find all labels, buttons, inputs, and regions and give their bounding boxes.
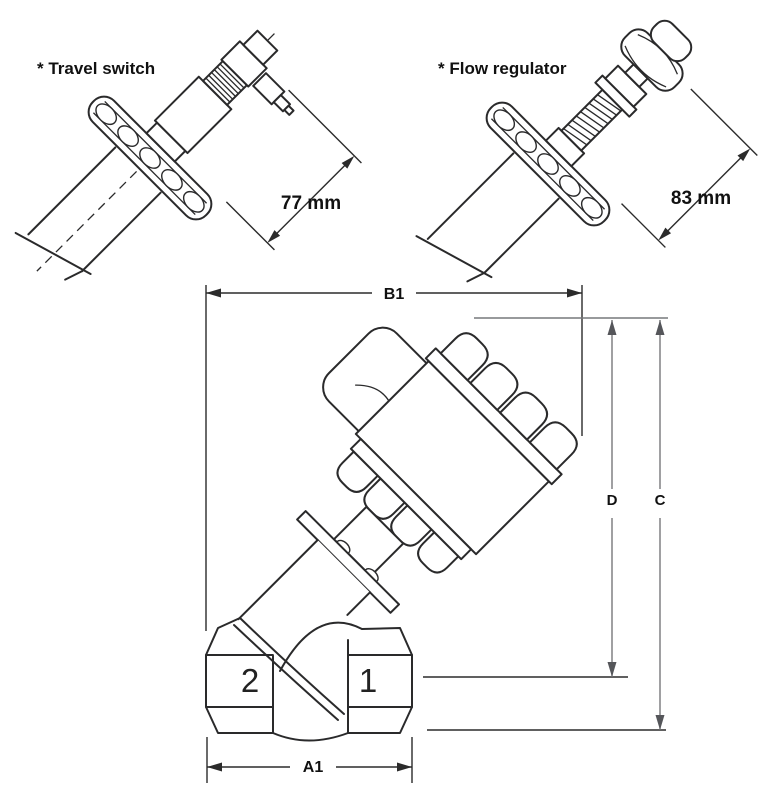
pipe: [14, 146, 162, 281]
dimension-83mm: [621, 88, 758, 248]
arrowhead: [567, 288, 582, 298]
arrowhead: [655, 715, 665, 730]
bonnet-tube: [238, 540, 370, 672]
actuator-assembly: [237, 326, 578, 672]
travel-switch-drawing: [14, 29, 362, 281]
travel-switch-dimension-label: 77 mm: [281, 193, 341, 214]
dimension-b1: B1: [205, 285, 583, 631]
port-1-hex: [348, 628, 412, 733]
clamp-flange: [485, 101, 611, 227]
bolt-slot: [493, 109, 516, 132]
bolt-slot: [182, 190, 205, 213]
actuator-collar-ribs: [336, 450, 460, 574]
arrowhead: [737, 148, 751, 162]
arrowhead: [655, 320, 665, 335]
dimension-c-label: C: [655, 492, 666, 509]
port-1-label: 1: [359, 662, 377, 699]
clamp-flange: [87, 95, 213, 221]
bolt-slot: [95, 103, 118, 126]
dimension-b1-label: B1: [384, 286, 405, 303]
port-2-label: 2: [241, 662, 259, 699]
actuator-top-band: [424, 347, 563, 486]
bolt-slot: [161, 169, 183, 191]
seat-partition: [239, 617, 345, 715]
body-hump: [279, 621, 363, 672]
arrowhead: [341, 155, 355, 169]
switch-body: [145, 29, 295, 163]
dimension-a1: A1: [206, 737, 413, 783]
dimension-a1-label: A1: [303, 759, 324, 776]
arrowhead: [397, 762, 412, 772]
bolt-slot: [580, 196, 603, 219]
port-2-hex: [206, 628, 273, 733]
actuator-top-ribs: [439, 332, 578, 471]
connector-tip: [283, 104, 295, 116]
actuator-collar-band: [349, 437, 473, 561]
body-detail-lines: [233, 617, 363, 721]
flow-regulator-dimension-label: 83 mm: [671, 188, 731, 209]
dimension-d-c: D C: [423, 317, 668, 731]
arrowhead: [607, 662, 617, 677]
flow-regulator-drawing: [415, 19, 758, 283]
bolt-slot: [515, 131, 537, 153]
travel-switch-figure: * Travel switch: [14, 29, 362, 281]
arrowhead: [658, 227, 672, 241]
arrowhead: [607, 320, 617, 335]
dimension-77mm: [225, 89, 362, 251]
bolt-slot: [117, 125, 139, 147]
bolt-slot: [139, 147, 161, 169]
arrowhead: [206, 288, 221, 298]
travel-switch-label: * Travel switch: [37, 59, 155, 78]
switch-cap: [242, 29, 279, 66]
flow-regulator-figure: * Flow regulator: [415, 19, 758, 283]
bolt-slot: [559, 175, 581, 197]
dimension-d-label: D: [607, 492, 618, 509]
pipe: [415, 152, 560, 283]
body-underside: [272, 732, 349, 742]
arrowhead: [267, 230, 281, 243]
main-valve-figure: 2 1 B1 A1: [205, 285, 668, 783]
bolt-slot: [537, 153, 559, 175]
regulator-body: [544, 19, 693, 168]
flow-regulator-label: * Flow regulator: [438, 59, 567, 78]
arrowhead: [207, 762, 222, 772]
seat-partition: [233, 624, 339, 721]
